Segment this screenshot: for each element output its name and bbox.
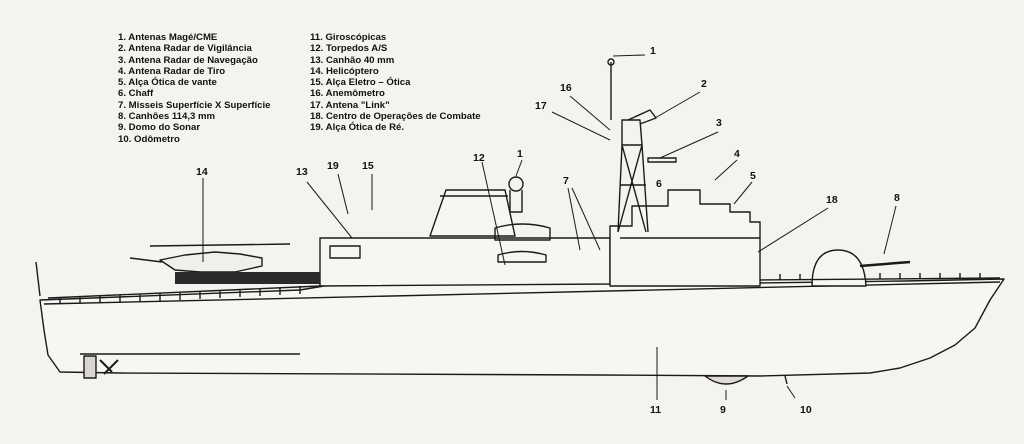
- odometer: [784, 375, 788, 385]
- callout-7: 7: [563, 175, 569, 187]
- legend-entry: 2. Antena Radar de Vigilância: [118, 43, 252, 55]
- railing: [47, 285, 321, 304]
- jack-staff: [35, 261, 41, 297]
- mast-dome: [508, 176, 524, 192]
- helicopter-body: [159, 251, 263, 273]
- legend-entry: 14. Helicóptero: [310, 65, 379, 77]
- callout-8: 8: [894, 192, 900, 204]
- legend-entry: 9. Domo do Sonar: [118, 122, 201, 134]
- callout-16: 16: [560, 82, 572, 94]
- hangar: [319, 237, 611, 287]
- callout-4: 4: [734, 148, 740, 160]
- callout-10: 10: [800, 404, 812, 416]
- callout-6: 6: [656, 178, 662, 190]
- callout-18: 18: [826, 194, 838, 206]
- hangar-window: [329, 245, 361, 259]
- legend-entry: 6. Chaff: [118, 88, 154, 100]
- legend-entry: 17. Antena "Link": [310, 99, 390, 111]
- legend-entry: 11. Giroscópicas: [310, 32, 387, 43]
- callout-17: 17: [535, 100, 547, 112]
- callout-2: 2: [701, 78, 707, 90]
- legend-entry: 13. Canhão 40 mm: [310, 54, 395, 66]
- legend-entry: 8. Canhões 114,3 mm: [118, 111, 216, 123]
- callout-1: 1: [650, 45, 656, 57]
- flight-deck-net: [175, 272, 320, 284]
- radar-surveillance: [627, 109, 657, 125]
- propeller: [99, 359, 119, 375]
- legend-entry: 10. Odômetro: [118, 133, 180, 145]
- funnel: [429, 189, 516, 237]
- leader-lines: [202, 54, 897, 400]
- callout-5: 5: [750, 170, 756, 182]
- callout-3: 3: [716, 117, 722, 129]
- main-gun: [811, 249, 867, 287]
- legend-right: 11. Giroscópicas 12. Torpedos A/S 13. Ca…: [310, 32, 481, 134]
- callout-12: 12: [473, 152, 485, 164]
- callout-13: 13: [296, 166, 308, 178]
- legend-entry: 16. Anemômetro: [310, 88, 385, 100]
- legend-entry: 7. Misseis Superfície X Superfície: [118, 99, 271, 111]
- legend-entry: 4. Antena Radar de Tiro: [118, 65, 226, 77]
- callout-9: 9: [720, 404, 726, 416]
- legend-entry: 1. Antenas Magé/CME: [118, 32, 218, 43]
- legend-entry: 3. Antena Radar de Navegação: [118, 54, 258, 66]
- legend-entry: 15. Alça Eletro – Ótica: [310, 77, 411, 89]
- legend-entry: 18. Centro de Operações de Combate: [310, 111, 481, 123]
- rudder: [83, 355, 97, 379]
- torpedo-tube: [497, 250, 547, 263]
- callout-15: 15: [362, 160, 374, 172]
- legend-entry: 12. Torpedos A/S: [310, 43, 388, 55]
- gun-barrel: [859, 260, 911, 268]
- callout-1b: 1: [517, 148, 523, 160]
- callout-11: 11: [650, 404, 662, 416]
- sonar-dome: [704, 375, 749, 385]
- legend-left: 1. Antenas Magé/CME 2. Antena Radar de V…: [118, 32, 271, 145]
- lattice-mast: [617, 144, 649, 233]
- legend-entry: 5. Alça Ótica de vante: [118, 77, 217, 89]
- helicopter-rotor: [149, 243, 291, 247]
- radar-nav: [647, 157, 677, 163]
- callout-14: 14: [196, 166, 208, 178]
- legend-entry: 19. Alça Ótica de Ré.: [310, 122, 405, 134]
- callout-19: 19: [327, 160, 339, 172]
- helicopter-tail: [129, 257, 163, 263]
